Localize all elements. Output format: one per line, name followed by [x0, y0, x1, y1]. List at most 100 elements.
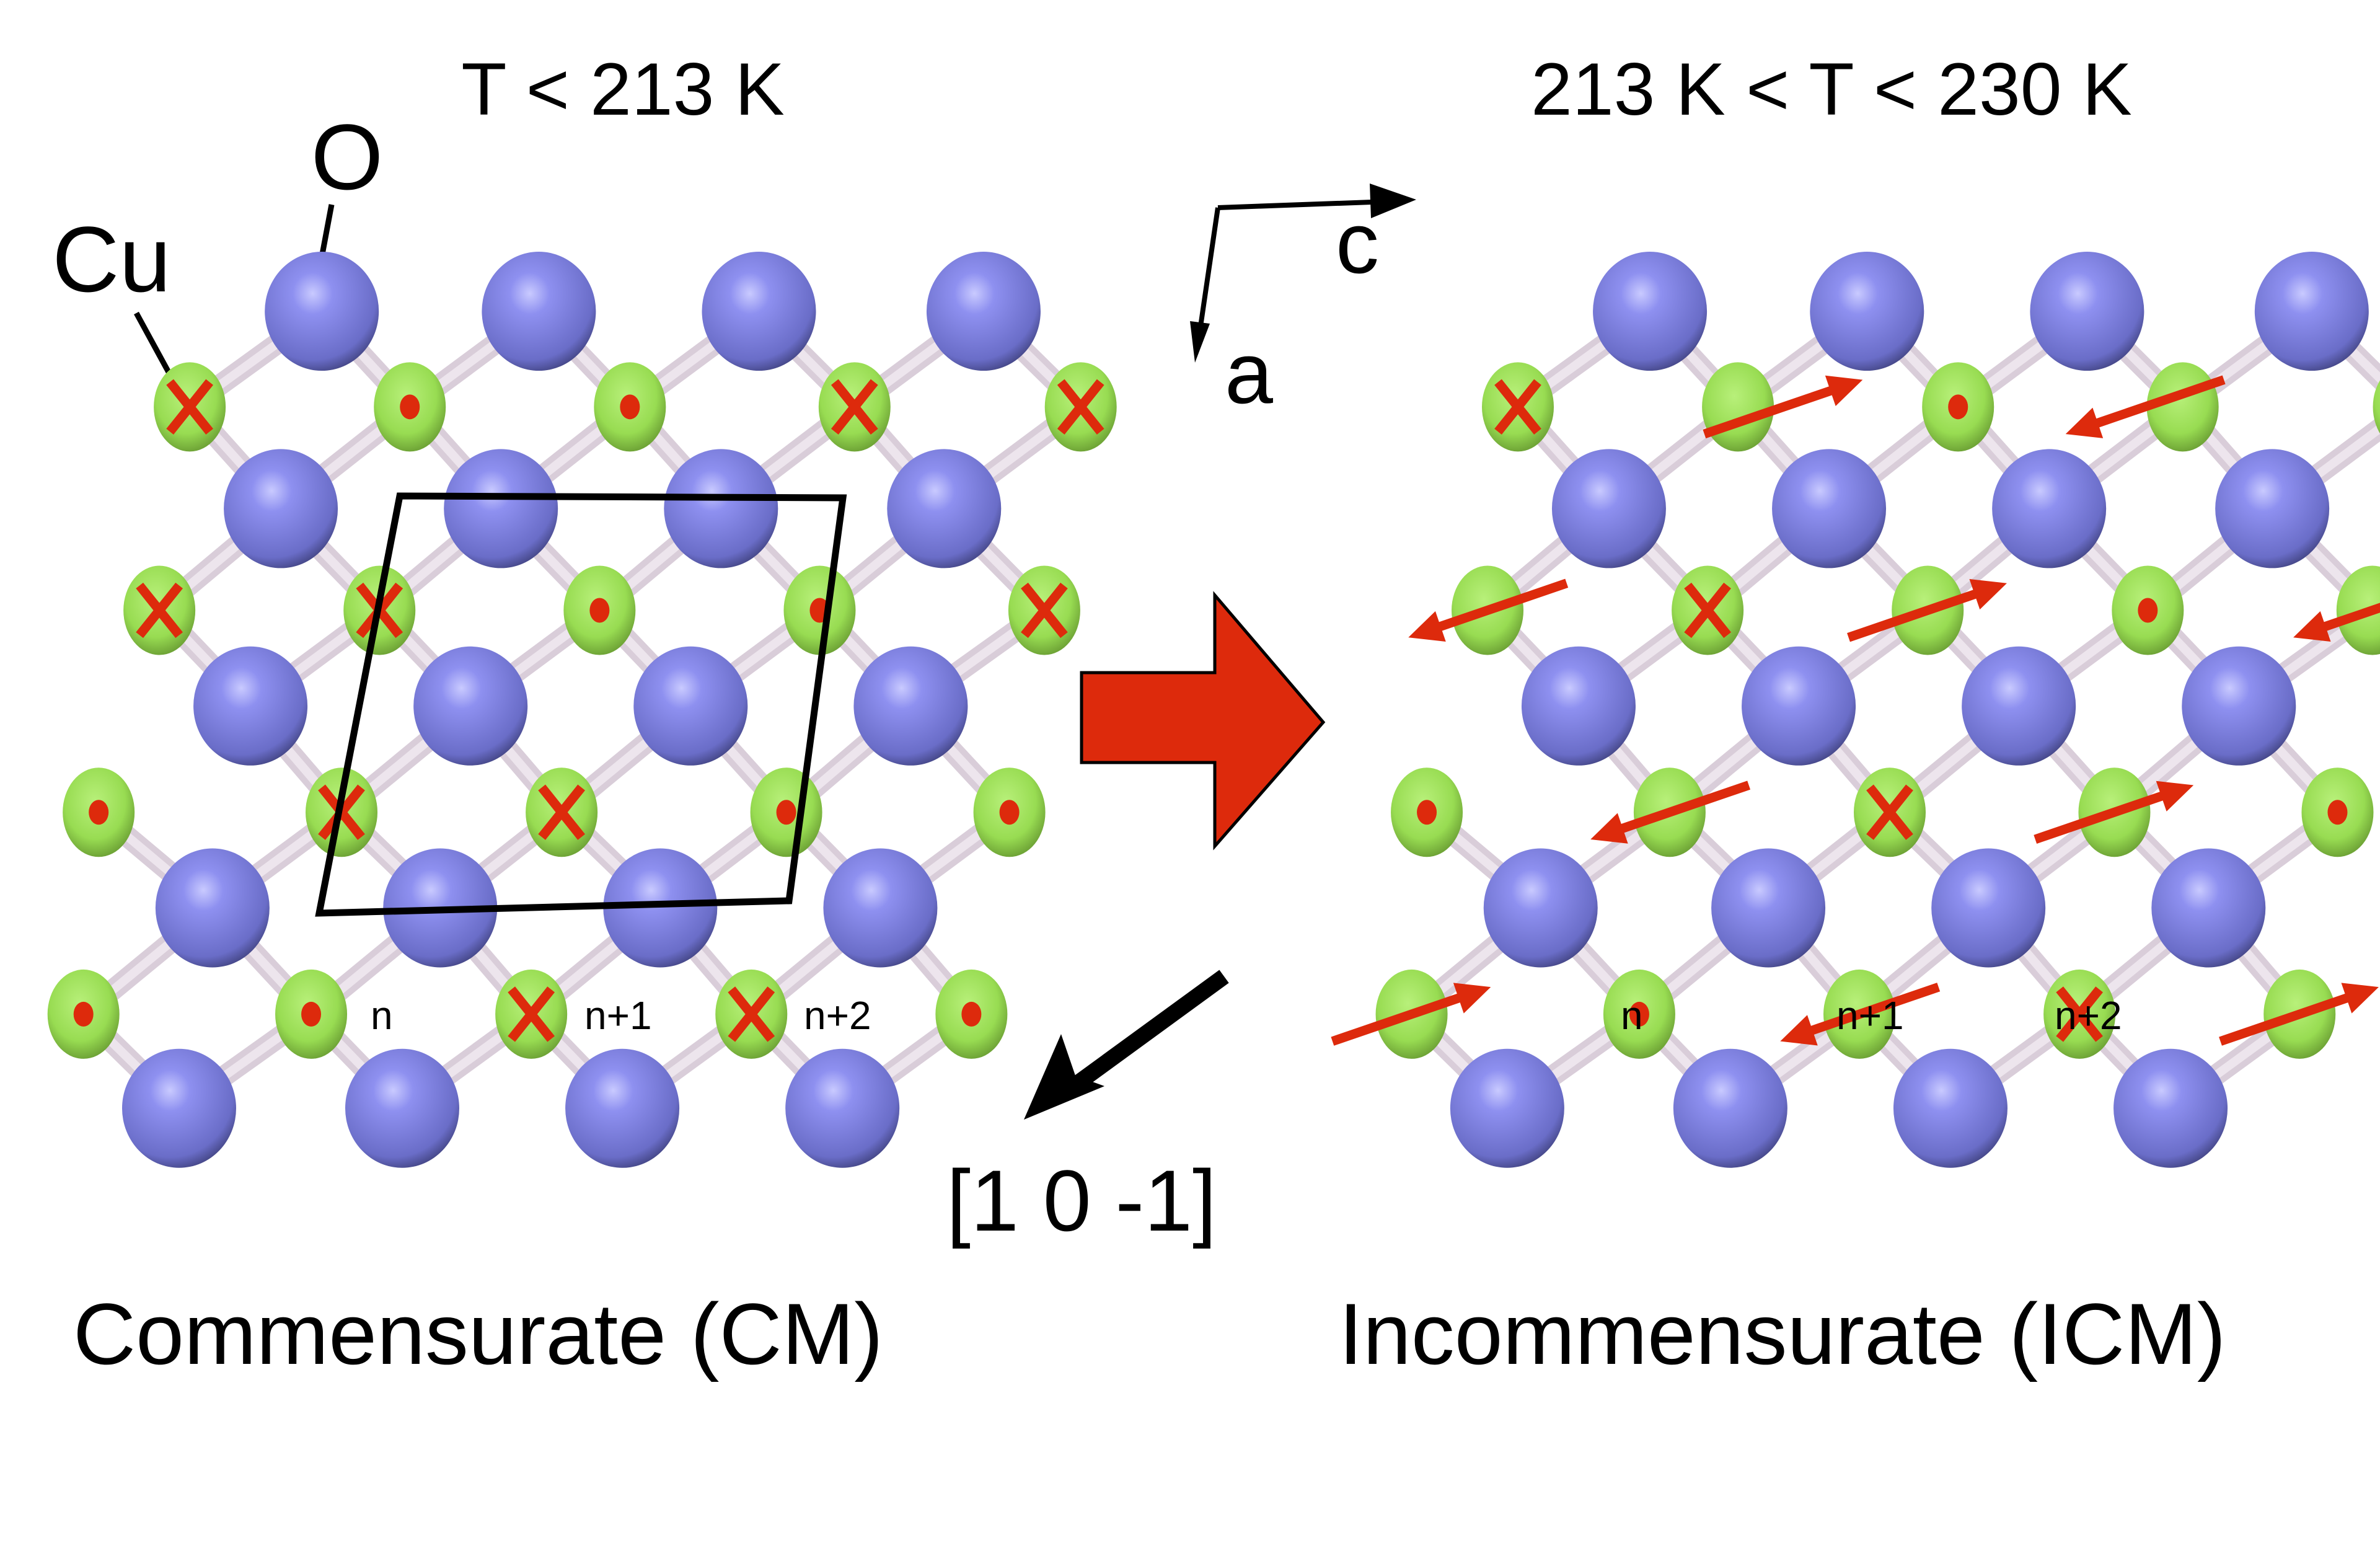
oxygen-atom: [926, 252, 1041, 371]
oxygen-atom: [1992, 449, 2107, 568]
spin-dot-icon: [1417, 800, 1437, 825]
right-panel-incommensurate: 213 K < T < 230 K n n+1 n+2 Incommensura…: [1331, 48, 2380, 1382]
axis-c-line: [1217, 199, 1389, 210]
oxygen-atom: [2030, 252, 2144, 371]
spin-arrow-shaft: [2087, 375, 2226, 431]
spin-dot-icon: [1948, 394, 1968, 420]
oxygen-atom: [603, 848, 718, 968]
axis-a-line: [1197, 207, 1220, 335]
oxygen-atom: [664, 449, 778, 568]
spin-arrow-shaft: [1612, 781, 1751, 836]
spin-cross-icon: [831, 379, 878, 435]
copper-label: Cu: [52, 207, 171, 311]
direction-label: [1 0 -1]: [946, 1152, 1217, 1249]
oxygen-atom: [413, 646, 528, 766]
spin-cross-icon: [2056, 986, 2103, 1042]
spin-arrowhead-icon: [1590, 813, 1628, 844]
spin-cross-icon: [1057, 379, 1104, 435]
left-panel-commensurate: T < 213 K O Cu n n+1 n+2 Commensurate (C…: [47, 48, 1117, 1382]
spin-dot-icon: [620, 394, 640, 420]
oxygen-atom: [1962, 646, 2076, 766]
spin-arrowhead-icon: [1408, 611, 1446, 642]
spin-cross-icon: [1494, 379, 1541, 435]
oxygen-atom: [853, 646, 968, 766]
oxygen-leader-line: [319, 204, 335, 255]
right-chain-label-n1: n+1: [1836, 993, 1904, 1038]
axis-c-label: c: [1336, 194, 1379, 291]
oxygen-atom: [2215, 449, 2330, 568]
axis-a-label: a: [1225, 324, 1273, 422]
spin-arrow-shaft: [1703, 383, 1841, 439]
spin-arrowhead-icon: [2065, 407, 2104, 438]
spin-dot-icon: [961, 1001, 982, 1027]
oxygen-atom: [1893, 1048, 2008, 1168]
oxygen-atom: [224, 449, 338, 568]
spin-arrowhead-icon: [2341, 983, 2379, 1014]
oxygen-atom: [1673, 1048, 1787, 1168]
oxygen-atom: [1711, 848, 1826, 968]
right-chain-label-n: n: [1621, 993, 1643, 1038]
copper-atom: [2373, 380, 2380, 434]
spin-arrow-shaft: [1331, 991, 1469, 1046]
oxygen-atom: [345, 1048, 459, 1168]
spin-arrow-shaft: [2315, 603, 2380, 634]
spin-arrow-shaft: [1847, 586, 1985, 642]
spin-arrowhead-icon: [1780, 1015, 1818, 1046]
copper-atom: [1702, 362, 1774, 452]
spin-cross-icon: [728, 986, 775, 1042]
spin-arrowhead-icon: [2293, 611, 2331, 642]
spin-dot-icon: [2138, 598, 2158, 623]
spin-cross-icon: [538, 784, 585, 840]
transition-arrow: [1080, 591, 1326, 851]
axis-a-arrowhead: [1190, 321, 1210, 363]
oxygen-atom: [1772, 449, 1887, 568]
spin-dot-icon: [400, 394, 420, 420]
spin-cross-icon: [136, 582, 183, 639]
oxygen-atom: [121, 1048, 236, 1168]
spin-cross-icon: [1021, 582, 1068, 639]
spin-dot-icon: [73, 1001, 94, 1027]
spin-arrowhead-icon: [1825, 375, 1863, 407]
oxygen-atom: [785, 1048, 900, 1168]
direction-arrowhead: [1024, 1034, 1104, 1120]
oxygen-atoms: [121, 252, 1041, 1168]
spin-dot-icon: [89, 800, 109, 825]
oxygen-atom: [2254, 252, 2369, 371]
spin-cross-icon: [1684, 582, 1731, 639]
oxygen-label: O: [311, 105, 384, 209]
copper-leader-line: [134, 311, 176, 383]
oxygen-atom: [1931, 848, 2046, 968]
oxygen-atom: [2113, 1048, 2228, 1168]
spin-arrow-shaft: [2034, 789, 2172, 844]
oxygen-atom: [1483, 848, 1598, 968]
left-lattice: [47, 252, 1117, 1168]
oxygen-atom: [565, 1048, 680, 1168]
spin-arrowhead-icon: [1969, 578, 2007, 610]
oxygen-atom: [155, 848, 270, 968]
left-phase-label: Commensurate (CM): [73, 1285, 883, 1382]
spin-arrows: [1331, 375, 2380, 1046]
oxygen-atom: [1742, 646, 1856, 766]
spin-cross-icon: [1866, 784, 1913, 840]
oxygen-atom: [1551, 449, 1666, 568]
oxygen-atom: [1450, 1048, 1564, 1168]
left-temperature-label: T < 213 K: [461, 48, 784, 131]
oxygen-atom: [1810, 252, 1924, 371]
left-chain-label-n1: n+1: [584, 993, 652, 1038]
spin-dot-icon: [776, 800, 796, 825]
oxygen-atom: [823, 848, 938, 968]
spin-dot-icon: [999, 800, 1020, 825]
oxygen-atom: [193, 646, 308, 766]
oxygen-atom: [1593, 252, 1708, 371]
unit-cell-outline: [315, 492, 847, 917]
oxygen-atom: [1521, 646, 1636, 766]
spin-arrow-shaft: [1430, 578, 1569, 634]
spin-cross-icon: [508, 986, 555, 1042]
spin-dot-icon: [2327, 800, 2348, 825]
spin-dot-icon: [589, 598, 610, 623]
oxygen-atom: [633, 646, 748, 766]
left-chain-label-n2: n+2: [804, 993, 871, 1038]
spin-arrow-shaft: [2219, 991, 2357, 1046]
spin-arrowhead-icon: [2156, 781, 2194, 812]
